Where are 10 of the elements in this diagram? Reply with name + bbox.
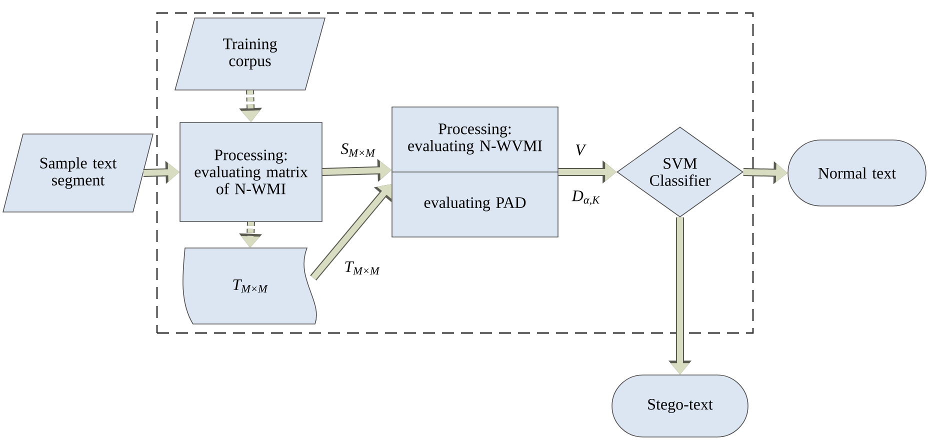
edge-label: S$_{M×M}$ (340, 143, 376, 157)
block-arrow (310, 184, 392, 281)
process-box: Processing: evaluating N-WVMI evaluating PAD (391, 106, 559, 238)
edge-label: V (576, 144, 586, 156)
input-parallelogram: Training corpus (174, 18, 326, 90)
input-parallelogram: Sample text segment (2, 134, 154, 212)
dashed-region (156, 12, 754, 334)
math-label: D$_{α,K}$ (572, 190, 600, 206)
process-box: Processing: evaluating matrix of N-WMI (180, 122, 322, 222)
edge-label: T$_{M×M}$ (345, 261, 380, 275)
